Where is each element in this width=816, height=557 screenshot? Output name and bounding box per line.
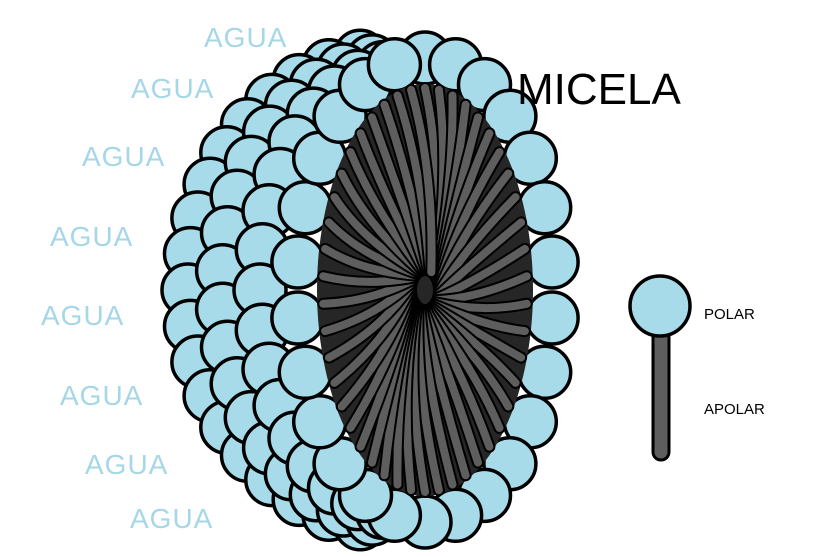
water-label: AGUA (50, 221, 133, 252)
polar-head (366, 36, 423, 93)
water-label: AGUA (60, 380, 143, 411)
water-label: AGUA (204, 22, 287, 53)
micelle-rim-heads (270, 30, 580, 550)
water-label: AGUA (131, 73, 214, 104)
legend: POLAR APOLAR (628, 274, 765, 462)
apolar-tail (407, 85, 436, 277)
polar-head (270, 290, 326, 346)
water-label: AGUA (85, 449, 168, 480)
micelle-apolar-core (317, 82, 533, 498)
polar-head (524, 234, 580, 290)
diagram-title: MICELA (517, 65, 681, 114)
micelle (160, 28, 580, 552)
water-label: AGUA (41, 300, 124, 331)
legend-polar-label: POLAR (704, 306, 755, 323)
legend-apolar-label: APOLAR (704, 401, 765, 418)
legend-apolar-tail (651, 316, 671, 462)
water-label: AGUA (130, 503, 213, 534)
water-labels: AGUA AGUA AGUA AGUA AGUA AGUA AGUA AGUA (41, 22, 287, 534)
polar-head (524, 290, 580, 346)
legend-polar-head (628, 274, 692, 338)
water-label: AGUA (82, 141, 165, 172)
polar-head (270, 234, 326, 290)
